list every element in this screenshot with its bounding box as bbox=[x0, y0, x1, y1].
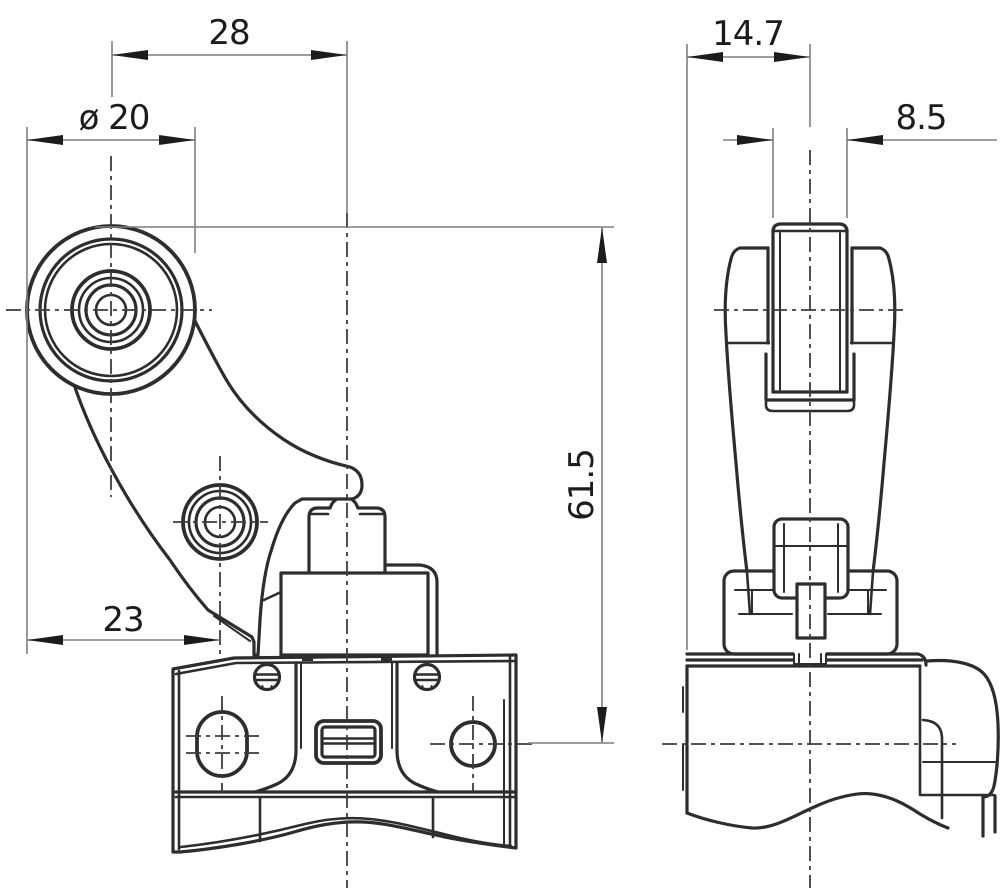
body-front-top-inner-line bbox=[174, 659, 517, 676]
dim-dia20-extension-lines bbox=[26, 127, 196, 654]
head-housing-ledges bbox=[734, 589, 887, 615]
screw-left-slot bbox=[254, 673, 280, 682]
body-front-bottom-inner-wave bbox=[179, 816, 513, 849]
panel-left-edge bbox=[253, 661, 298, 794]
switch-body-front bbox=[171, 653, 518, 854]
lever-hub-inner-edges bbox=[783, 523, 839, 593]
dim-615-extension-lines bbox=[95, 226, 614, 744]
screw-left bbox=[252, 662, 282, 692]
vent-label bbox=[314, 719, 383, 765]
side-view-centerlines bbox=[662, 150, 956, 888]
roller-side-top bbox=[771, 222, 849, 234]
lever-arm bbox=[68, 307, 364, 657]
roller-side-inner-edges bbox=[779, 232, 841, 391]
head-upper-block-outline bbox=[307, 506, 387, 575]
dimension-61-5: 61.5 bbox=[95, 226, 614, 744]
fork-continuation-lines bbox=[745, 570, 875, 616]
front-view-centerlines bbox=[6, 156, 532, 888]
body-side-bottom-wave bbox=[685, 791, 950, 830]
dim-23-label: 23 bbox=[102, 600, 143, 640]
dimension-28: 28 bbox=[111, 13, 348, 213]
lever-foot-inner-line bbox=[213, 615, 251, 642]
plate-notch bbox=[793, 653, 827, 665]
vent-inner bbox=[320, 725, 377, 759]
dimension-8-5: 8.5 bbox=[723, 98, 997, 218]
screw-right-head bbox=[412, 662, 442, 692]
screw-right-mark bbox=[421, 685, 433, 690]
dim-85-arrow-right bbox=[847, 135, 883, 145]
front-view bbox=[6, 156, 532, 888]
dim-28-label: 28 bbox=[208, 13, 249, 53]
screw-right bbox=[412, 662, 442, 692]
dim-28-extension-lines bbox=[111, 41, 348, 213]
fork-right-outer-edge bbox=[871, 246, 897, 574]
plunger-pin bbox=[795, 582, 827, 640]
dimension-roller-diameter: ø 20 bbox=[26, 98, 196, 654]
dim-147-extension-lines bbox=[686, 44, 811, 650]
vent-outer bbox=[314, 719, 383, 765]
dim-147-arrow-right bbox=[774, 52, 810, 62]
dim-85-label: 8.5 bbox=[895, 98, 946, 138]
flange-bracket bbox=[921, 718, 944, 820]
dim-147-label: 14.7 bbox=[712, 14, 784, 54]
head-return-tube bbox=[384, 563, 439, 657]
head-lower-block bbox=[279, 571, 430, 657]
dim-dia20-arrow-right bbox=[159, 135, 195, 145]
flange-outer-edge bbox=[925, 658, 1000, 799]
dim-dia20-arrow-left bbox=[27, 135, 63, 145]
roller-side-outer-edges bbox=[771, 228, 849, 394]
fork-arm-right bbox=[847, 246, 897, 574]
screw-left-mark bbox=[261, 685, 273, 690]
fork-strap-sides bbox=[764, 352, 856, 402]
dim-23-arrow-right bbox=[184, 635, 220, 645]
switch-body-side bbox=[682, 652, 1000, 838]
head-step-line bbox=[262, 590, 283, 602]
flange-lower-edges bbox=[981, 794, 997, 838]
dim-23-arrow-left bbox=[27, 635, 63, 645]
actuator-head-front bbox=[262, 495, 439, 657]
head-base-tick-left bbox=[302, 654, 313, 661]
head-base-tick-right bbox=[381, 654, 392, 661]
dim-85-arrow-left bbox=[737, 135, 773, 145]
dimension-14-7: 14.7 bbox=[686, 14, 811, 650]
fork-left-outer-edge bbox=[723, 246, 749, 574]
screw-right-slot bbox=[414, 673, 440, 682]
panel-right-edge bbox=[395, 661, 440, 794]
dim-615-arrow-top bbox=[597, 227, 607, 263]
plate-notch-fill bbox=[794, 652, 826, 665]
fork-arm-left bbox=[723, 246, 773, 574]
dim-dia20-label: ø 20 bbox=[79, 98, 150, 138]
dim-147-arrow-left bbox=[687, 52, 723, 62]
dim-28-arrow-right bbox=[311, 50, 347, 60]
dimension-23: 23 bbox=[27, 600, 220, 645]
dim-28-arrow-left bbox=[112, 50, 148, 60]
vent-slats bbox=[321, 737, 376, 745]
body-front-center-panel bbox=[253, 661, 440, 794]
dim-615-arrow-bottom bbox=[597, 707, 607, 743]
side-flange bbox=[918, 658, 1000, 838]
dimension-annotations: 28 ø 20 23 61.5 bbox=[26, 13, 997, 744]
dim-85-extension-lines bbox=[772, 128, 848, 218]
side-view bbox=[662, 150, 1000, 888]
dim-615-label: 61.5 bbox=[562, 449, 602, 521]
screw-left-head bbox=[252, 662, 282, 692]
